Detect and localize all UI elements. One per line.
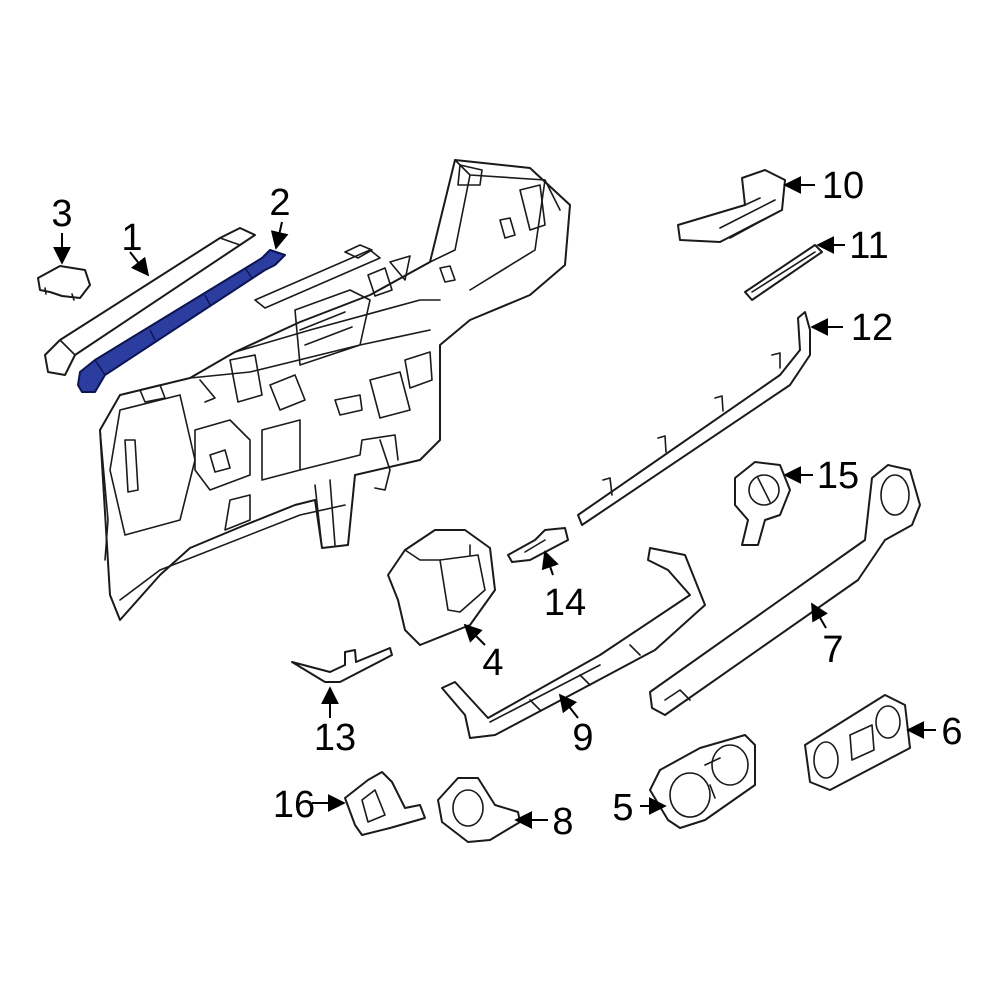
part-5-control-panel xyxy=(649,734,756,829)
callout-8: 8 xyxy=(552,801,573,843)
callout-3: 3 xyxy=(51,193,72,235)
callout-4: 4 xyxy=(482,642,503,684)
callout-6: 6 xyxy=(941,711,962,753)
part-6-panel xyxy=(804,694,911,791)
leader-9 xyxy=(558,693,579,719)
callout-labels: 1 2 3 4 5 6 7 8 9 10 11 12 13 14 15 16 xyxy=(51,165,962,843)
part-13-bracket xyxy=(291,647,393,683)
callout-14: 14 xyxy=(544,582,586,624)
callout-10: 10 xyxy=(822,165,864,207)
callout-5: 5 xyxy=(612,787,633,829)
leader-14 xyxy=(541,550,559,576)
callout-15: 15 xyxy=(817,455,859,497)
callout-11: 11 xyxy=(849,225,888,267)
part-3-clip xyxy=(37,265,91,301)
callout-7: 7 xyxy=(822,629,843,671)
part-16-bracket xyxy=(344,771,426,836)
leader-1 xyxy=(129,251,150,277)
leader-7 xyxy=(811,602,828,629)
leader-2 xyxy=(270,221,289,250)
instrument-panel-frame xyxy=(99,159,571,621)
part-8-bezel xyxy=(437,777,521,843)
callout-12: 12 xyxy=(851,307,893,349)
part-7-right-trim xyxy=(649,464,921,716)
part-11-bar-trim xyxy=(744,244,823,301)
leader-lines xyxy=(53,176,936,829)
callout-13: 13 xyxy=(314,717,356,759)
part-2-molding-highlighted xyxy=(77,249,286,393)
part-15-knob-housing xyxy=(734,461,791,546)
part-1-upper-trim xyxy=(44,227,256,376)
part-10-grille-bracket xyxy=(677,169,786,243)
leader-4 xyxy=(463,623,486,646)
callout-2: 2 xyxy=(269,182,290,224)
part-12-long-molding xyxy=(577,311,811,526)
part-4-cluster-bezel xyxy=(387,529,496,646)
callout-16: 16 xyxy=(273,784,315,826)
part-9-lower-molding xyxy=(441,547,706,739)
part-14-small-bracket xyxy=(507,527,569,563)
callout-1: 1 xyxy=(121,217,142,259)
callout-9: 9 xyxy=(572,717,593,759)
